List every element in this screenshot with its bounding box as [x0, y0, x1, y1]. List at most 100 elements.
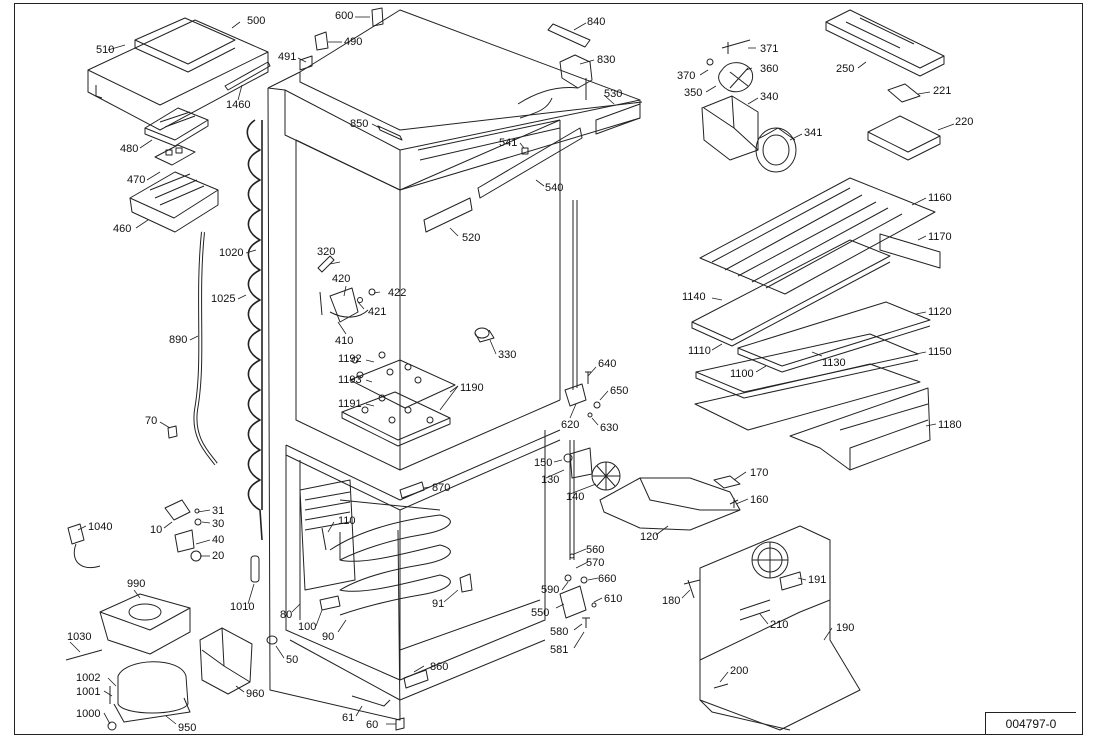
part-190-rear-panel [683, 525, 861, 731]
part-1460-rod [224, 61, 271, 91]
clips-600-490-491 [299, 7, 384, 71]
label-590: 590 [541, 584, 559, 596]
part-170-pad [713, 475, 741, 489]
label-560: 560 [586, 544, 604, 556]
label-1020: 1020 [219, 247, 243, 259]
label-480: 480 [120, 143, 138, 155]
label-520: 520 [462, 232, 480, 244]
label-1025: 1025 [211, 293, 235, 305]
label-61: 61 [342, 712, 354, 724]
label-120: 120 [640, 531, 658, 543]
label-890: 890 [169, 334, 187, 346]
part-500-top-cover [87, 17, 269, 131]
part-860-trim [403, 669, 429, 689]
part-960-box [199, 627, 253, 695]
drawing-frame [14, 3, 1083, 735]
label-1002: 1002 [76, 672, 100, 684]
label-581: 581 [550, 644, 568, 656]
part-330-sensor [474, 327, 495, 343]
label-610: 610 [604, 593, 622, 605]
label-420: 420 [332, 273, 350, 285]
label-660: 660 [598, 573, 616, 585]
document-number: 004797-0 [985, 712, 1076, 734]
part-labels: 500 510 1460 480 470 460 600 490 491 840… [67, 10, 973, 734]
label-180: 180 [662, 595, 680, 607]
part-470-board [154, 144, 196, 166]
label-530: 530 [604, 88, 622, 100]
label-1010: 1010 [230, 601, 254, 613]
label-330: 330 [498, 349, 516, 361]
label-350: 350 [684, 87, 702, 99]
label-990: 990 [127, 578, 145, 590]
parts-61-60 [351, 695, 405, 731]
label-320: 320 [317, 246, 335, 258]
label-600: 600 [335, 10, 353, 22]
label-640: 640 [598, 358, 616, 370]
label-100: 100 [298, 621, 316, 633]
label-80: 80 [280, 609, 292, 621]
callouts [69, 16, 955, 725]
label-30: 30 [212, 518, 224, 530]
label-470: 470 [127, 174, 145, 186]
label-840: 840 [587, 16, 605, 28]
part-100-pad [319, 595, 341, 611]
label-210: 210 [770, 619, 788, 631]
cabinet-body [267, 9, 643, 721]
label-1150: 1150 [928, 346, 952, 358]
label-60: 60 [366, 719, 378, 731]
label-250: 250 [836, 63, 854, 75]
condenser-coil [246, 119, 263, 541]
part-870-badge [399, 481, 425, 499]
label-1030: 1030 [67, 631, 91, 643]
label-540: 540 [545, 182, 563, 194]
part-1010-drier [250, 555, 260, 583]
label-830: 830 [597, 54, 615, 66]
part-460-housing [129, 171, 219, 233]
label-200: 200 [730, 665, 748, 677]
label-421: 421 [368, 306, 386, 318]
label-1193: 1193 [338, 374, 362, 386]
part-110-sensor [321, 527, 341, 560]
label-620: 620 [561, 419, 579, 431]
part-221-220 [867, 83, 941, 161]
label-1170: 1170 [928, 231, 952, 243]
label-90: 90 [322, 631, 334, 643]
label-91: 91 [432, 598, 444, 610]
part-250-bracket [825, 9, 945, 77]
part-950-compressor [107, 661, 191, 731]
label-1140: 1140 [682, 291, 706, 303]
shelves [691, 177, 941, 471]
part-160-screw [729, 498, 739, 508]
label-1000: 1000 [76, 708, 100, 720]
label-1001: 1001 [76, 686, 100, 698]
label-1120: 1120 [928, 306, 952, 318]
hinge-parts-lower [559, 553, 597, 628]
label-1040: 1040 [88, 521, 112, 533]
label-221: 221 [933, 85, 951, 97]
part-1040-cable [67, 523, 101, 568]
label-510: 510 [96, 44, 114, 56]
label-410: 410 [335, 335, 353, 347]
label-10: 10 [150, 524, 162, 536]
part-70-plug [167, 425, 178, 439]
hinge-parts-upper [564, 371, 601, 418]
label-630: 630 [600, 422, 618, 434]
label-422: 422 [388, 287, 406, 299]
label-650: 650 [610, 385, 628, 397]
part-890-hose [193, 231, 218, 466]
part-91-clip [459, 573, 473, 593]
label-1191: 1191 [338, 398, 362, 410]
evaporator-fan [563, 447, 621, 491]
part-1190-lamp-housing [341, 351, 456, 447]
label-220: 220 [955, 116, 973, 128]
label-370: 370 [677, 70, 695, 82]
fan-assembly [701, 39, 797, 173]
part-50-grommet [266, 635, 278, 645]
label-110: 110 [338, 515, 356, 527]
label-850: 850 [350, 118, 368, 130]
thermostat-bracket-group [317, 255, 376, 323]
label-340: 340 [760, 91, 778, 103]
label-541: 541 [499, 137, 517, 149]
part-840-830 [517, 23, 593, 119]
